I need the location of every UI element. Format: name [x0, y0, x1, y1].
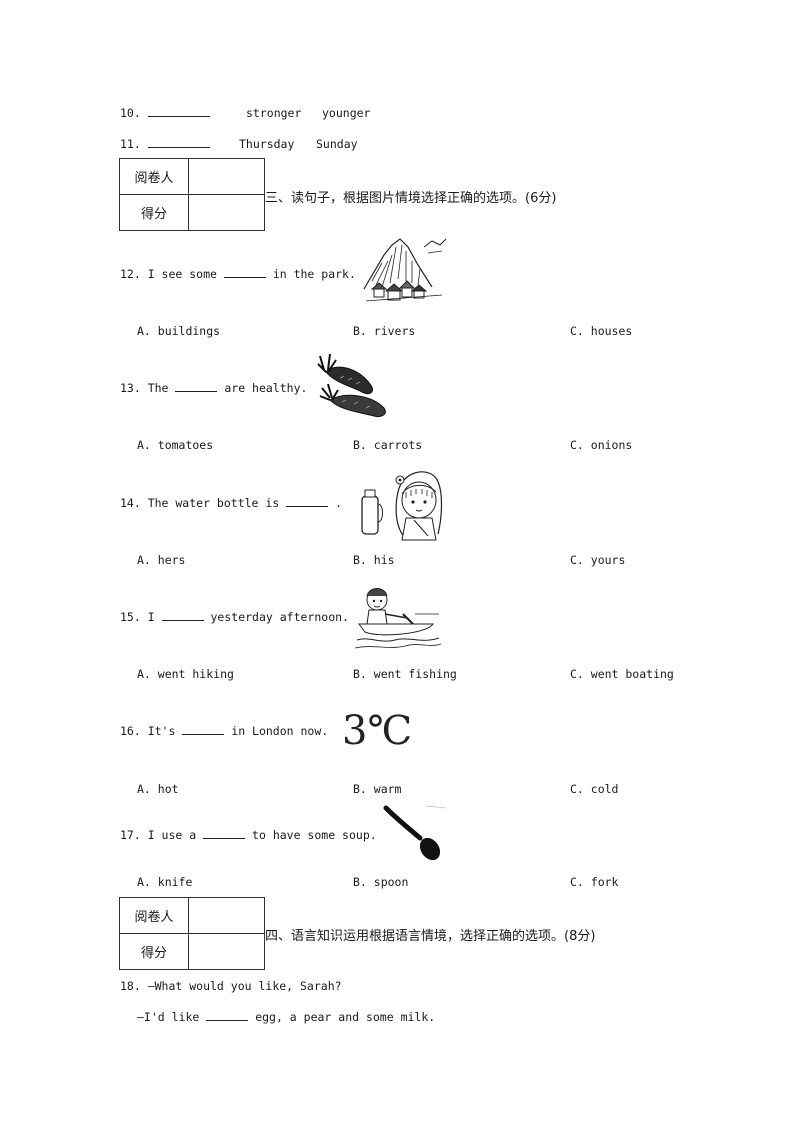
reviewer-label: 阅卷人 — [119, 897, 189, 934]
q15-option-c[interactable]: C. went boating — [570, 667, 674, 681]
question-13: 13. The are healthy. — [120, 381, 307, 395]
answer-blank[interactable] — [223, 267, 266, 278]
question-12: 12. I see some in the park. — [120, 267, 356, 281]
answer-blank[interactable] — [203, 828, 246, 839]
reviewer-label: 阅卷人 — [119, 158, 189, 195]
question-18-line-2: —I'd like egg, a pear and some milk. — [137, 1010, 435, 1024]
question-stem-end: . — [335, 496, 343, 510]
question-number: 11. — [120, 137, 141, 151]
question-14: 14. The water bottle is . — [120, 496, 342, 510]
answer-blank[interactable] — [182, 724, 225, 735]
q14-option-c[interactable]: C. yours — [570, 553, 626, 567]
q16-option-b[interactable]: B. warm — [353, 782, 402, 796]
question-stem-end: in the park. — [272, 267, 356, 281]
question-stem: 13. The — [120, 381, 169, 395]
question-stem-end: are healthy. — [224, 381, 308, 395]
answer-blank[interactable] — [206, 1010, 249, 1021]
q14-option-b[interactable]: B. his — [353, 553, 395, 567]
reviewer-field[interactable] — [188, 158, 265, 195]
question-stem: 12. I see some — [120, 267, 217, 281]
answer-blank[interactable] — [147, 106, 210, 117]
q10-option-1: stronger — [246, 106, 302, 120]
boy-in-boat-icon — [354, 588, 442, 649]
question-17: 17. I use a to have some soup. — [120, 828, 377, 842]
reviewer-field[interactable] — [188, 897, 265, 934]
q12-option-a[interactable]: A. buildings — [137, 324, 221, 338]
q15-option-b[interactable]: B. went fishing — [353, 667, 457, 681]
question-stem-end: in London now. — [231, 724, 329, 738]
q17-option-a[interactable]: A. knife — [137, 875, 193, 889]
q12-option-c[interactable]: C. houses — [570, 324, 633, 338]
question-stem: 15. I — [120, 610, 155, 624]
question-10: 10. — [120, 106, 210, 120]
answer-blank[interactable] — [175, 381, 218, 392]
temperature-reading: 3℃ — [342, 708, 413, 754]
q13-option-a[interactable]: A. tomatoes — [137, 438, 214, 452]
q12-option-b[interactable]: B. rivers — [353, 324, 416, 338]
q16-option-a[interactable]: A. hot — [137, 782, 179, 796]
spoon-icon — [383, 805, 447, 861]
answer-blank[interactable] — [147, 137, 210, 148]
section-3-heading: 三、读句子，根据图片情境选择正确的选项。(6分) — [265, 191, 557, 206]
question-number: 10. — [120, 106, 141, 120]
q11-option-1: Thursday — [239, 137, 295, 151]
score-field[interactable] — [188, 933, 265, 970]
q15-option-a[interactable]: A. went hiking — [137, 667, 234, 681]
question-stem: —I'd like — [137, 1010, 200, 1024]
question-15: 15. I yesterday afternoon. — [120, 610, 349, 624]
question-stem: 16. It's — [120, 724, 176, 738]
q17-option-c[interactable]: C. fork — [570, 875, 619, 889]
score-box-section-4: 阅卷人 得分 — [119, 897, 265, 970]
q13-option-b[interactable]: B. carrots — [353, 438, 423, 452]
question-11: 11. — [120, 137, 210, 151]
carrots-icon — [317, 353, 386, 417]
q16-option-c[interactable]: C. cold — [570, 782, 619, 796]
answer-blank[interactable] — [161, 610, 204, 621]
question-stem: 17. I use a — [120, 828, 197, 842]
q13-option-c[interactable]: C. onions — [570, 438, 633, 452]
question-16: 16. It's in London now. — [120, 724, 328, 738]
question-stem: 14. The water bottle is — [120, 496, 280, 510]
q11-option-2: Sunday — [316, 137, 358, 151]
question-stem-end: egg, a pear and some milk. — [255, 1010, 436, 1024]
score-label: 得分 — [119, 933, 189, 970]
q17-option-b[interactable]: B. spoon — [353, 875, 409, 889]
q10-option-2: younger — [322, 106, 371, 120]
question-stem-end: to have some soup. — [252, 828, 377, 842]
bottle-and-girl-icon — [361, 471, 443, 541]
score-field[interactable] — [188, 194, 265, 231]
question-stem-end: yesterday afternoon. — [210, 610, 349, 624]
answer-blank[interactable] — [286, 496, 329, 507]
q14-option-a[interactable]: A. hers — [137, 553, 186, 567]
score-label: 得分 — [119, 194, 189, 231]
mountain-village-icon — [363, 238, 447, 302]
score-box-section-3: 阅卷人 得分 — [119, 158, 265, 231]
section-4-heading: 四、语言知识运用根据语言情境，选择正确的选项。(8分) — [265, 929, 596, 944]
question-18-line-1: 18. —What would you like, Sarah? — [120, 979, 342, 993]
